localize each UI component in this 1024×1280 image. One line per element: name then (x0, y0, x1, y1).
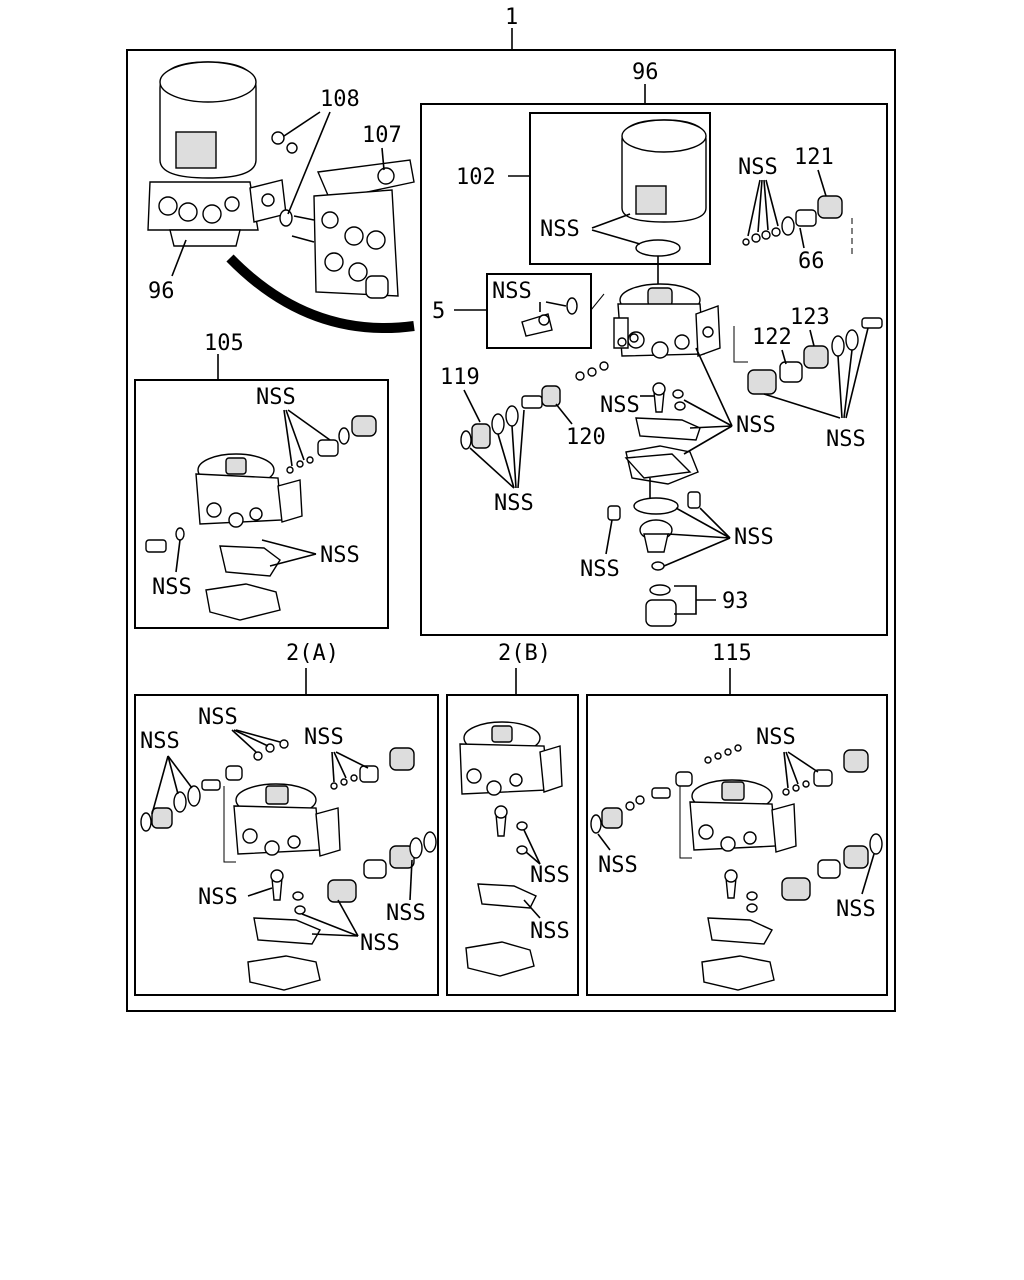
box-5 (486, 273, 592, 349)
box-115 (586, 668, 888, 996)
nss-105-left: NSS (152, 575, 192, 600)
box-2b (446, 668, 579, 996)
label-122: 122 (752, 325, 792, 350)
parts-119-120 (460, 333, 639, 450)
nss-stem: NSS (600, 393, 640, 418)
nss-2b-1: NSS (530, 863, 570, 888)
part-108-parts (271, 131, 298, 227)
label-115: 115 (712, 641, 752, 666)
box-2a (134, 668, 439, 996)
nss-lower-left: NSS (580, 557, 620, 582)
label-93: 93 (722, 589, 749, 614)
nss-5: NSS (492, 279, 532, 304)
label-105: 105 (204, 331, 244, 356)
label-2b: 2(B) (498, 641, 551, 666)
valve-body-96 (613, 256, 721, 359)
nss-2a-5: NSS (386, 901, 426, 926)
label-102: 102 (456, 165, 496, 190)
box-105 (134, 354, 389, 629)
label-108: 108 (320, 87, 360, 112)
nss-2a-2: NSS (198, 705, 238, 730)
nss-2b-2: NSS (530, 919, 570, 944)
nss-115-left: NSS (598, 853, 638, 878)
box-102 (529, 112, 711, 265)
valve-107 (291, 159, 415, 299)
outer-frame (126, 28, 896, 1012)
label-66: 66 (798, 249, 825, 274)
label-96-left: 96 (148, 279, 175, 304)
mounting-arc (226, 254, 415, 334)
label-120: 120 (566, 425, 606, 450)
nss-105-top: NSS (256, 385, 296, 410)
parts-121-66 (742, 195, 843, 246)
nss-119-group: NSS (494, 491, 534, 516)
assembled-air-dryer (147, 61, 287, 247)
label-96-top: 96 (632, 60, 659, 85)
nss-2a-3: NSS (304, 725, 344, 750)
box-96 (420, 84, 888, 636)
label-1: 1 (505, 5, 518, 30)
nss-102: NSS (540, 217, 580, 242)
label-2a: 2(A) (286, 641, 339, 666)
nss-122-group: NSS (826, 427, 866, 452)
nss-115-top: NSS (756, 725, 796, 750)
label-107: 107 (362, 123, 402, 148)
label-121: 121 (794, 145, 834, 170)
nss-lower-right: NSS (734, 525, 774, 550)
nss-121-group: NSS (738, 155, 778, 180)
nss-2a-6: NSS (360, 931, 400, 956)
label-123: 123 (790, 305, 830, 330)
nss-2a-4: NSS (198, 885, 238, 910)
label-5: 5 (432, 299, 445, 324)
nss-105-right: NSS (320, 543, 360, 568)
nss-115-right: NSS (836, 897, 876, 922)
lower-parts-93 (607, 453, 701, 627)
parts-122-123 (733, 317, 883, 395)
label-119: 119 (440, 365, 480, 390)
nss-2a-1: NSS (140, 729, 180, 754)
nss-right-group: NSS (736, 413, 776, 438)
